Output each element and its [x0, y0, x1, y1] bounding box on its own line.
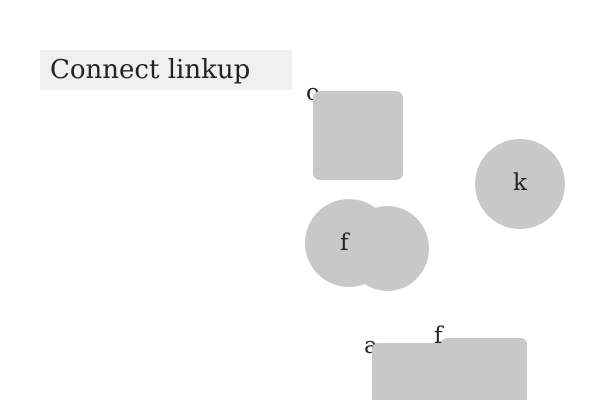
- rect-a-shape[interactable]: [372, 343, 462, 400]
- circle-f-shape[interactable]: [305, 199, 393, 287]
- square-o-shape[interactable]: [313, 91, 403, 180]
- rect-f-label: f: [434, 323, 443, 349]
- circle-k-shape[interactable]: [475, 139, 565, 229]
- circle-f-label: f: [340, 230, 349, 256]
- circle-k-label: k: [513, 170, 527, 196]
- task-title-text: Connect linkup: [50, 55, 251, 85]
- task-title: Connect linkup: [40, 50, 292, 90]
